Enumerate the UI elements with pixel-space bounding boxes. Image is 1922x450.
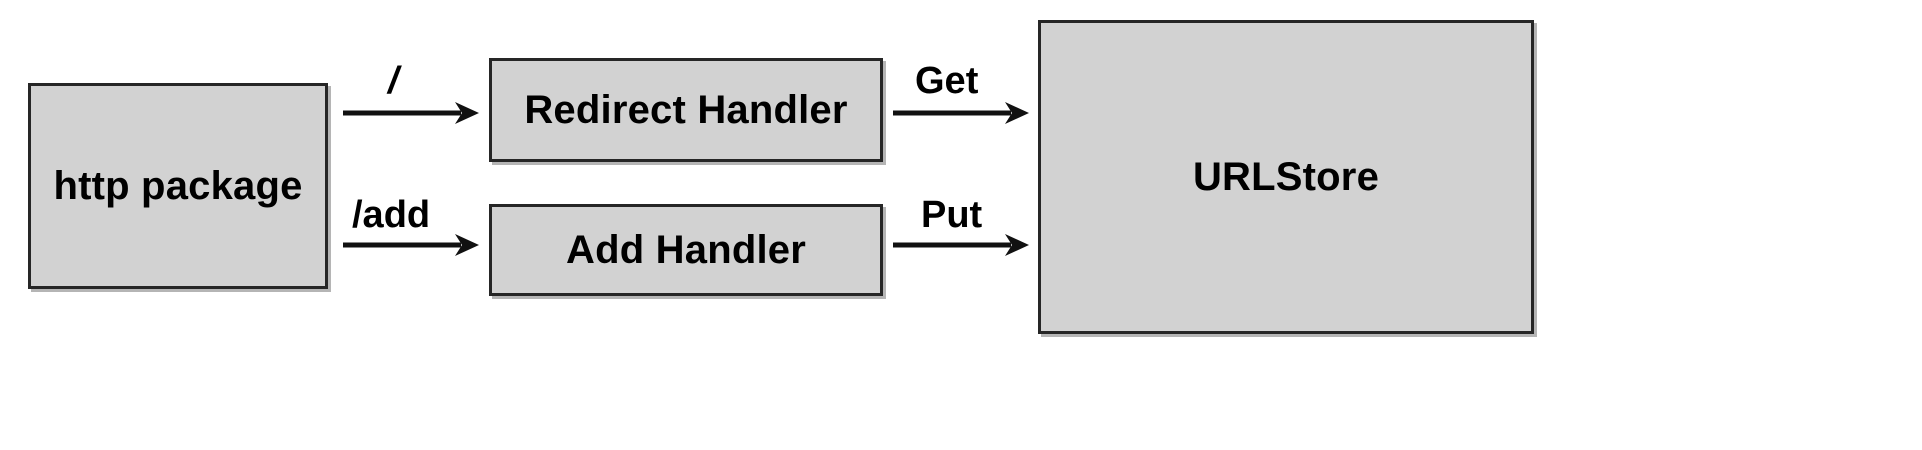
edge-label-add-path: /add: [352, 194, 431, 236]
arrow-right-icon-root-path: [343, 100, 479, 126]
node-add-handler[interactable]: Add Handler: [489, 204, 883, 296]
node-urlstore-label: URLStore: [1192, 155, 1380, 199]
node-redirect-handler-label: Redirect Handler: [524, 88, 848, 132]
edge-label-get: Get: [915, 60, 979, 102]
node-add-handler-label: Add Handler: [566, 228, 806, 272]
arrow-right-icon-put: [893, 232, 1029, 258]
arrow-right-icon-add-path: [343, 232, 479, 258]
edge-label-put: Put: [921, 194, 983, 236]
node-redirect-handler[interactable]: Redirect Handler: [489, 58, 883, 162]
node-http-package[interactable]: http package: [28, 83, 328, 289]
arrow-right-icon-get: [893, 100, 1029, 126]
edge-label-root-path: /: [388, 60, 399, 102]
node-http-package-label: http package: [53, 164, 303, 208]
node-urlstore[interactable]: URLStore: [1038, 20, 1534, 334]
